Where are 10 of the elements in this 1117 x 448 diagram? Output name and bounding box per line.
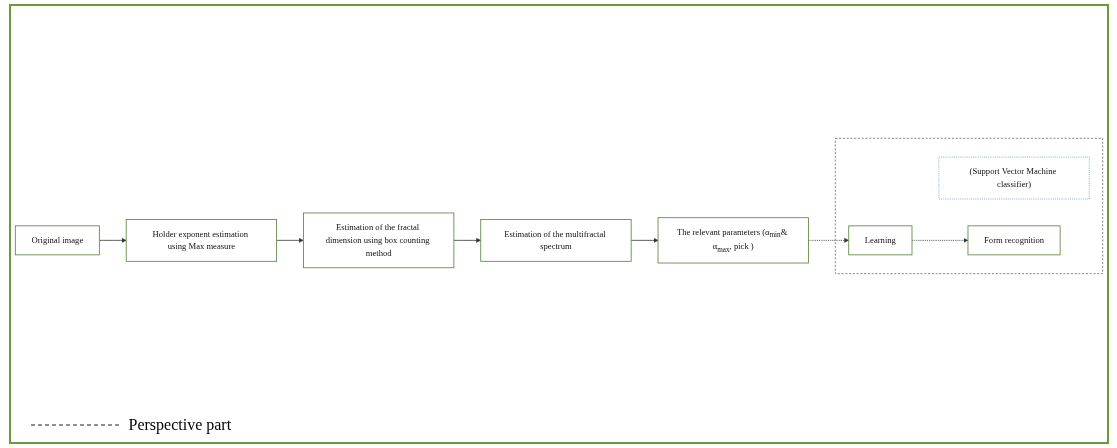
node-box: Holder exponent estimation using Max measure <box>125 219 277 262</box>
node-box: Learning <box>847 225 912 256</box>
legend-text: Perspective part <box>128 416 232 434</box>
node-box: The relevant parameters (α$_{min}$& α$_{max}$, pick ) <box>657 217 809 264</box>
node-box: Form recognition <box>967 225 1061 256</box>
node-box: Estimation of the fractal dimension using box counting method <box>302 212 454 269</box>
node-box: Estimation of the multifractal spectrum <box>479 219 632 262</box>
node-box: Original image <box>14 225 100 256</box>
cluster <box>834 138 1103 274</box>
node-box: (Support Vector Machine classifier) <box>938 156 1090 200</box>
